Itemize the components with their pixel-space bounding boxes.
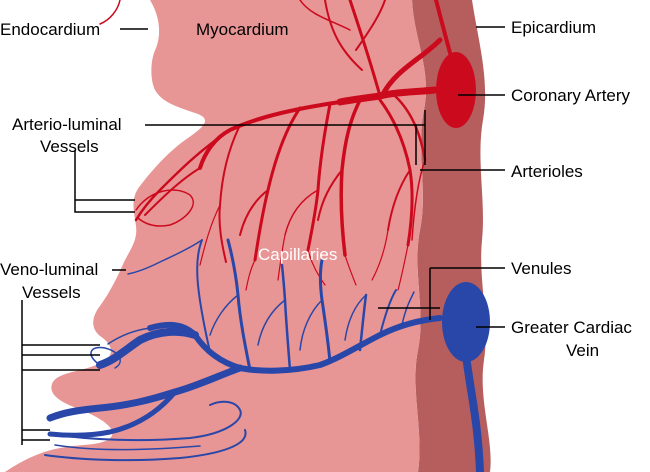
leader-lines (21, 26, 505, 445)
arteriole-11 (411, 159, 426, 241)
arterial-luminal-loop (135, 189, 194, 227)
label-myocardium: Myocardium (196, 20, 289, 39)
venule-10 (299, 299, 323, 351)
label-arterio-luminal-line1: Arterio-luminal (12, 115, 122, 134)
cardiac-vein-tail (462, 351, 484, 472)
venous-bottom-loop-3 (54, 444, 201, 451)
arterial-top-branch-1 (348, 0, 382, 98)
venous-bottom-branch (47, 389, 178, 438)
venule-8 (209, 294, 239, 336)
veno-luminal-vessel (127, 239, 203, 275)
label-capillaries: Capillaries (258, 245, 337, 264)
arterial-tree (99, 0, 454, 291)
veno-luminal-branch (107, 327, 151, 345)
capillary-tip-4 (397, 244, 409, 291)
leader-veno-luminal-bracket (21, 300, 100, 445)
label-veno-luminal-line1: Veno-luminal (0, 260, 98, 279)
label-arterio-luminal-line2: Vessels (40, 137, 99, 156)
venous-bottom-loop-2 (44, 429, 247, 462)
venule-9 (257, 299, 286, 346)
capillary-tip-1 (199, 204, 221, 266)
arteriole-7 (239, 189, 269, 236)
venule-11 (344, 294, 367, 341)
label-endocardium: Endocardium (0, 20, 100, 39)
venule-6 (196, 239, 211, 353)
myocardium-layer (5, 0, 427, 472)
label-greater-cardiac-vein-line1: Greater Cardiac (511, 318, 632, 337)
capillary-tip-7 (307, 249, 326, 286)
venous-lower-main (46, 364, 244, 422)
coronary-artery-vessel (436, 52, 476, 128)
arteriole-5 (393, 94, 427, 162)
capillary-tip-6 (277, 234, 286, 281)
capillary-tip-2 (245, 259, 256, 291)
leader-arterio-luminal-bracket (74, 150, 135, 213)
venule-7 (401, 291, 415, 326)
label-venules: Venules (511, 259, 572, 278)
arterial-left-runner (198, 100, 342, 170)
arterial-top-branch-2 (324, 0, 363, 71)
venule-4 (358, 293, 368, 352)
arterial-left-branch-a (134, 128, 232, 222)
capillary-tip-5 (371, 229, 389, 281)
arterial-top-branch-3 (355, 0, 386, 51)
leader-arterio-luminal (145, 110, 426, 165)
label-epicardium: Epicardium (511, 18, 596, 37)
label-arterioles: Arterioles (511, 162, 583, 181)
capillary-tip-3 (344, 254, 357, 286)
arteriole-9 (387, 169, 411, 231)
venous-left-main (96, 327, 199, 369)
arterial-top-branch-4 (299, 0, 351, 31)
arterial-upper-branch (379, 37, 443, 99)
venous-bottom-loop-1 (49, 400, 242, 442)
leader-venules (378, 267, 505, 320)
greater-cardiac-vein-vessel (442, 282, 490, 362)
venous-left-loop (90, 346, 121, 369)
label-veno-luminal-line2: Vessels (22, 283, 81, 302)
arteriole-8 (317, 169, 343, 221)
label-coronary-artery: Coronary Artery (511, 86, 631, 105)
arteriole-10 (284, 189, 319, 236)
label-greater-cardiac-vein-line2: Vein (566, 341, 599, 360)
venous-tree (44, 238, 443, 462)
arterial-top-branch-5 (99, 0, 121, 25)
